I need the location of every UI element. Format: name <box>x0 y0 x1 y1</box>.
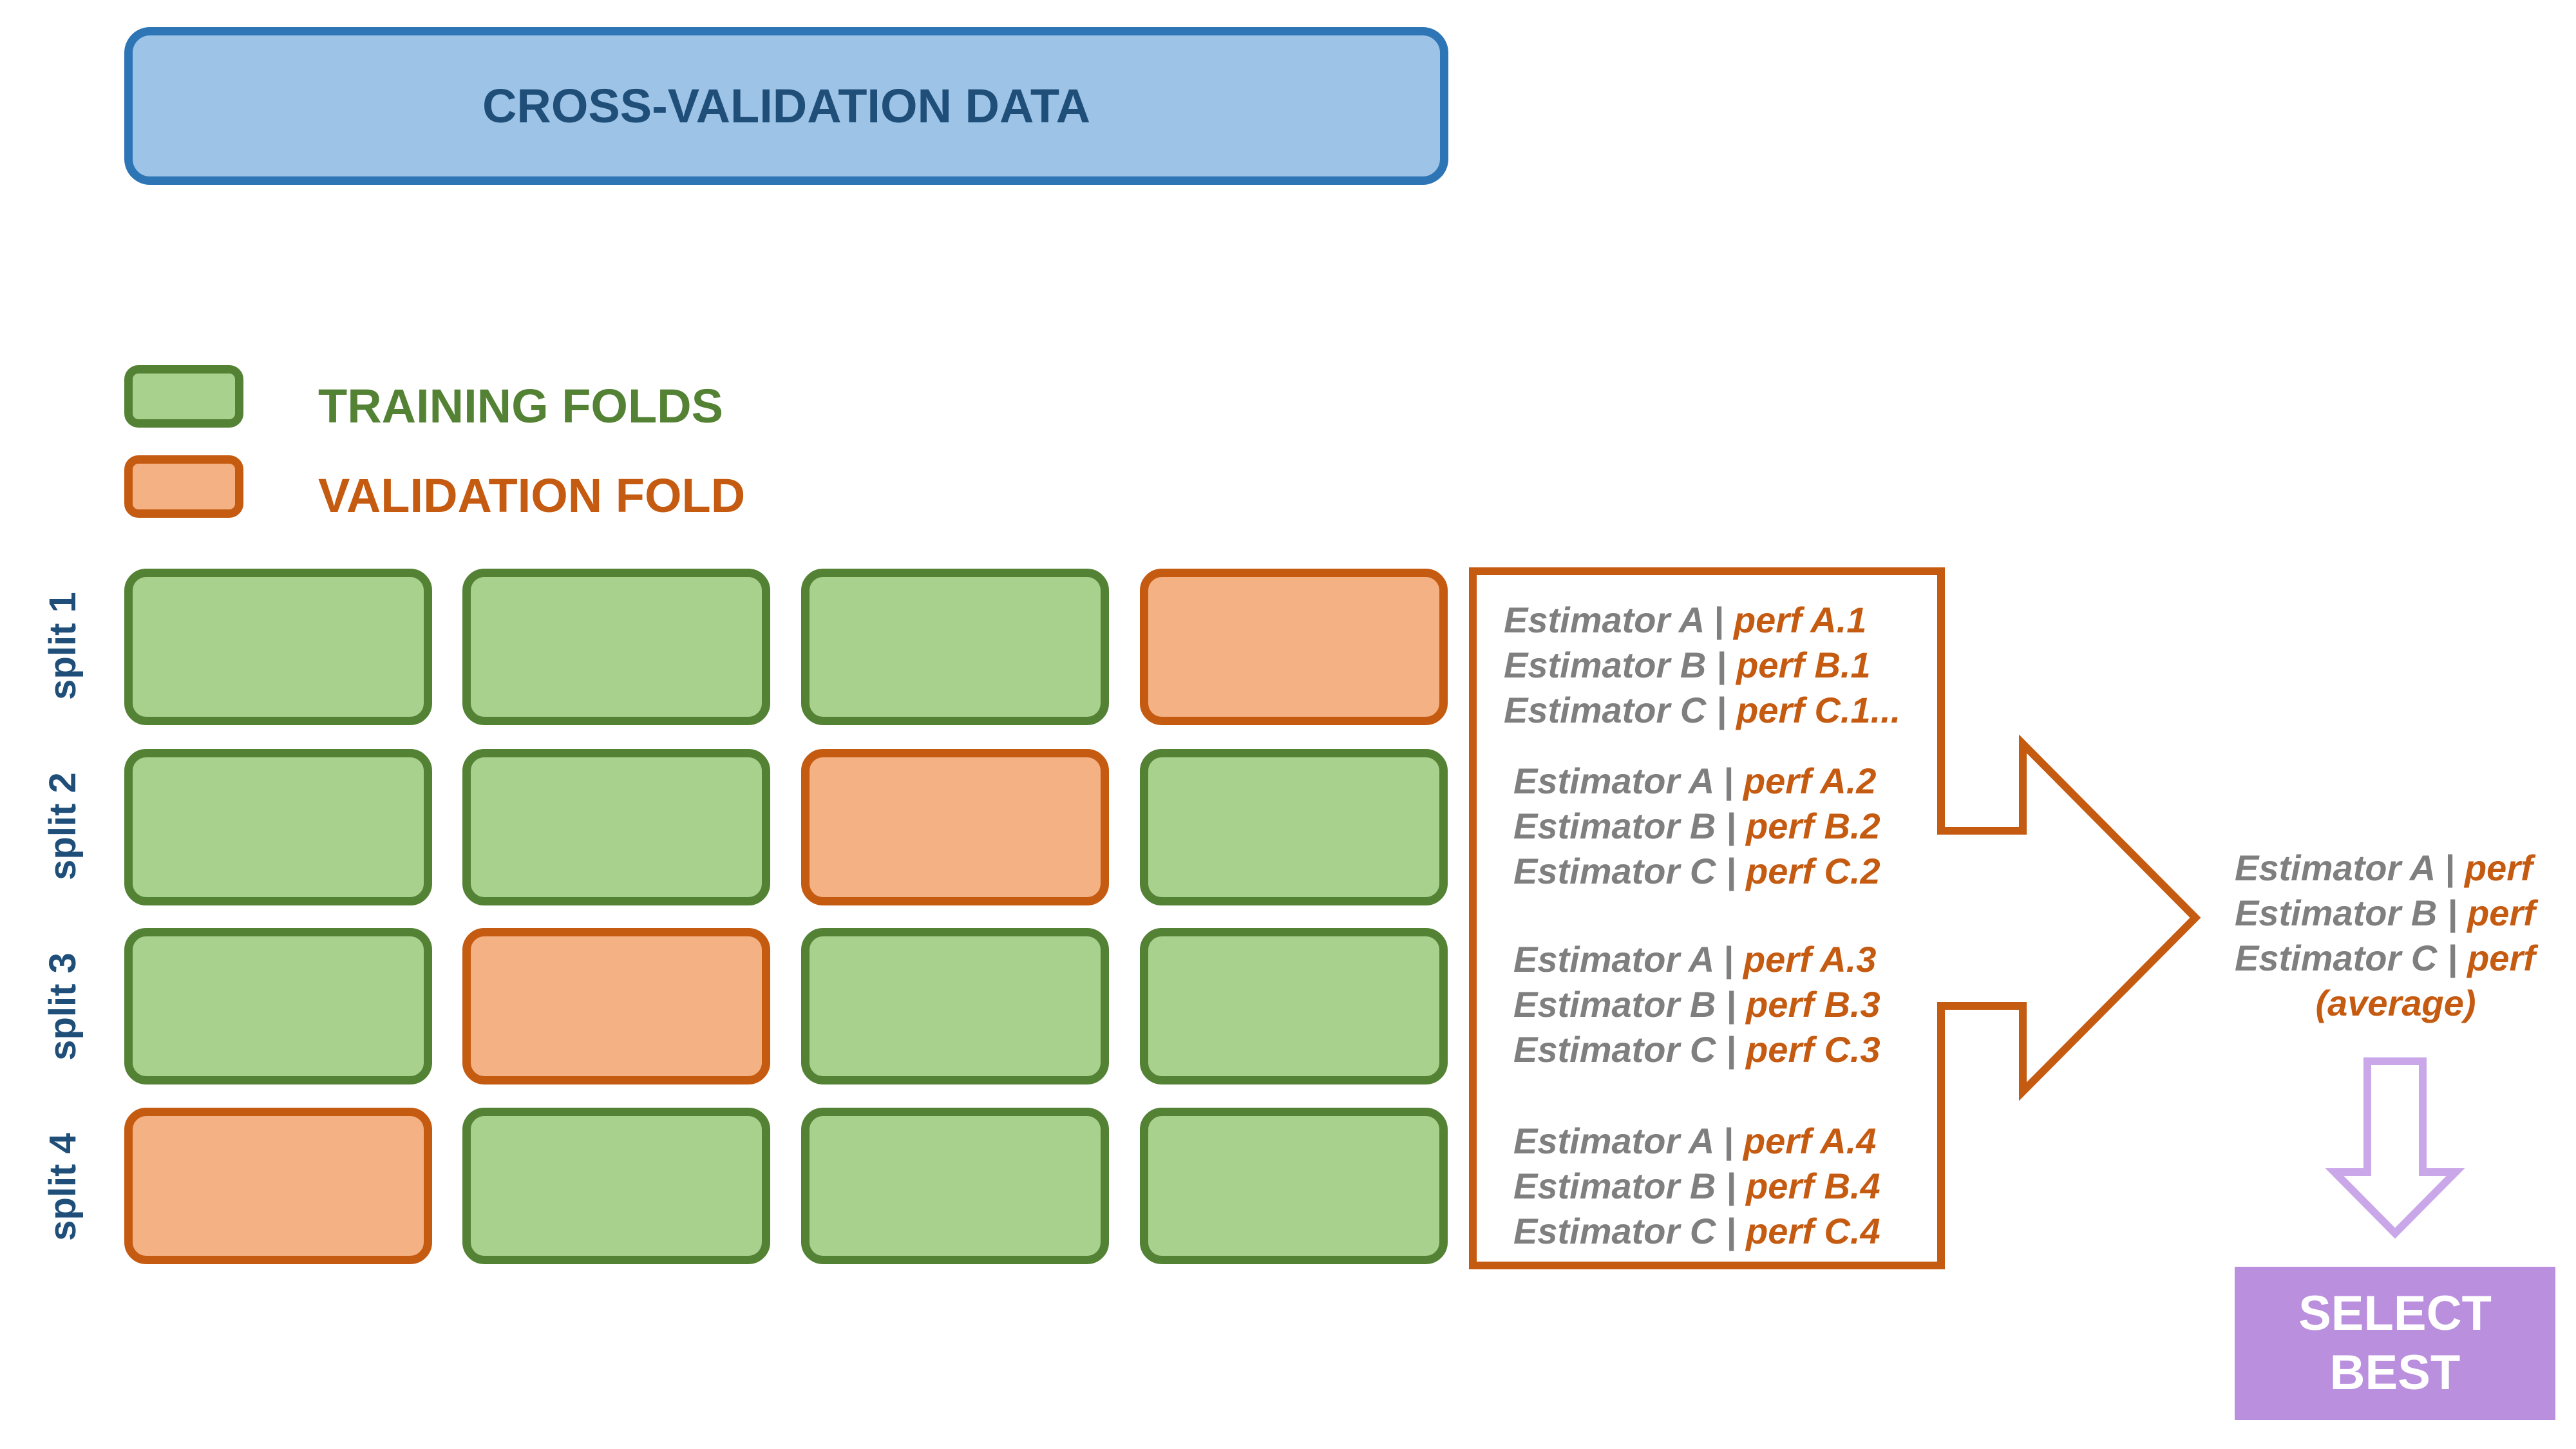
summary-average-note: (average) <box>2315 983 2476 1023</box>
estimator-name: Estimator A <box>1513 1121 1714 1161</box>
summary-line-b: Estimator B | perf <box>2235 891 2535 936</box>
separator: | <box>1713 1121 1743 1161</box>
estimator-name: Estimator C <box>1513 851 1716 891</box>
training-fold-split2-col2 <box>462 749 770 905</box>
training-fold-split1-col1 <box>124 569 432 725</box>
training-fold-split1-col2 <box>462 569 770 725</box>
separator: | <box>1716 1166 1747 1206</box>
validation-fold-split1-col4 <box>1140 569 1448 725</box>
estimator-name: Estimator C <box>1504 690 1707 730</box>
estimator-name: Estimator A <box>1513 939 1714 980</box>
separator: | <box>1713 939 1743 980</box>
summary-results: Estimator A | perf Estimator B | perf Es… <box>2235 846 2535 981</box>
summary-perf-c: perf <box>2467 938 2535 978</box>
perf-value: perf C.4 <box>1746 1211 1880 1251</box>
result-line: Estimator B | perf B.1 <box>1504 643 1900 688</box>
down-arrow-icon <box>2325 1057 2465 1239</box>
summary-sep: | <box>2437 893 2468 933</box>
separator: | <box>1716 1029 1747 1070</box>
result-line: Estimator A | perf A.2 <box>1513 759 1880 804</box>
select-best-box: SELECT BEST <box>2235 1267 2555 1420</box>
perf-value: perf A.2 <box>1743 761 1877 801</box>
result-line: Estimator C | perf C.3 <box>1513 1027 1880 1072</box>
perf-value: perf B.3 <box>1746 984 1880 1025</box>
perf-value: perf A.4 <box>1743 1121 1877 1161</box>
estimator-name: Estimator B <box>1513 1166 1716 1206</box>
training-fold-split4-col4 <box>1140 1108 1448 1264</box>
perf-value: perf B.4 <box>1746 1166 1880 1206</box>
training-fold-split2-col4 <box>1140 749 1448 905</box>
separator: | <box>1716 984 1747 1025</box>
summary-perf-a: perf <box>2464 848 2533 888</box>
validation-fold-split4-col1 <box>124 1108 432 1264</box>
perf-value: perf C.2 <box>1746 851 1880 891</box>
separator: | <box>1706 645 1737 685</box>
result-line: Estimator B | perf B.3 <box>1513 982 1880 1027</box>
estimator-name: Estimator C <box>1513 1211 1716 1251</box>
training-fold-split2-col1 <box>124 749 432 905</box>
training-fold-split3-col1 <box>124 928 432 1084</box>
separator: | <box>1716 806 1747 846</box>
training-fold-split3-col4 <box>1140 928 1448 1084</box>
estimator-name: Estimator B <box>1513 806 1716 846</box>
split-label-2: split 2 <box>42 772 84 880</box>
estimator-name: Estimator A <box>1513 761 1714 801</box>
result-line: Estimator A | perf A.4 <box>1513 1119 1880 1164</box>
result-line: Estimator C | perf C.4 <box>1513 1209 1880 1254</box>
summary-estimator-c: Estimator C <box>2235 938 2438 978</box>
perf-value: perf B.2 <box>1746 806 1880 846</box>
legend-validation-swatch <box>124 455 243 518</box>
result-line: Estimator A | perf A.3 <box>1513 937 1880 982</box>
select-line-2: BEST <box>2329 1345 2461 1400</box>
perf-value: perf C.3 <box>1746 1029 1880 1070</box>
training-fold-split4-col3 <box>801 1108 1109 1264</box>
separator: | <box>1716 1211 1747 1251</box>
separator: | <box>1713 761 1743 801</box>
training-fold-split1-col3 <box>801 569 1109 725</box>
result-line: Estimator B | perf B.2 <box>1513 804 1880 849</box>
estimator-name: Estimator A <box>1504 600 1704 640</box>
perf-value: perf A.3 <box>1743 939 1877 980</box>
result-line: Estimator B | perf B.4 <box>1513 1164 1880 1209</box>
header-title: CROSS-VALIDATION DATA <box>482 79 1091 133</box>
result-line: Estimator C | perf C.2 <box>1513 849 1880 894</box>
split-label-3: split 3 <box>42 952 84 1061</box>
summary-line-c: Estimator C | perf <box>2235 936 2535 981</box>
estimator-name: Estimator C <box>1513 1029 1716 1070</box>
summary-perf-b: perf <box>2467 893 2535 933</box>
separator: | <box>1703 600 1734 640</box>
select-line-1: SELECT <box>2298 1286 2492 1341</box>
training-fold-split3-col3 <box>801 928 1109 1084</box>
result-line: Estimator C | perf C.1... <box>1504 688 1900 733</box>
split-label-4: split 4 <box>42 1133 84 1241</box>
legend-validation-label: VALIDATION FOLD <box>318 469 746 522</box>
validation-fold-split3-col2 <box>462 928 770 1084</box>
summary-estimator-b: Estimator B <box>2235 893 2438 933</box>
summary-sep: | <box>2434 848 2465 888</box>
training-fold-split4-col2 <box>462 1108 770 1264</box>
estimator-name: Estimator B <box>1513 984 1716 1025</box>
legend-training-swatch <box>124 365 243 428</box>
summary-sep: | <box>2437 938 2468 978</box>
perf-value: perf C.1... <box>1736 690 1901 730</box>
legend-training-label: TRAINING FOLDS <box>318 379 723 433</box>
validation-fold-split2-col3 <box>801 749 1109 905</box>
cross-validation-data-box: CROSS-VALIDATION DATA <box>124 27 1448 185</box>
separator: | <box>1706 690 1737 730</box>
perf-value: perf A.1 <box>1733 600 1867 640</box>
estimator-name: Estimator B <box>1504 645 1707 685</box>
perf-value: perf B.1 <box>1736 645 1871 685</box>
split-label-1: split 1 <box>42 592 84 700</box>
separator: | <box>1716 851 1747 891</box>
result-line: Estimator A | perf A.1 <box>1504 598 1900 643</box>
summary-line-a: Estimator A | perf <box>2235 846 2535 891</box>
summary-estimator-a: Estimator A <box>2235 848 2435 888</box>
